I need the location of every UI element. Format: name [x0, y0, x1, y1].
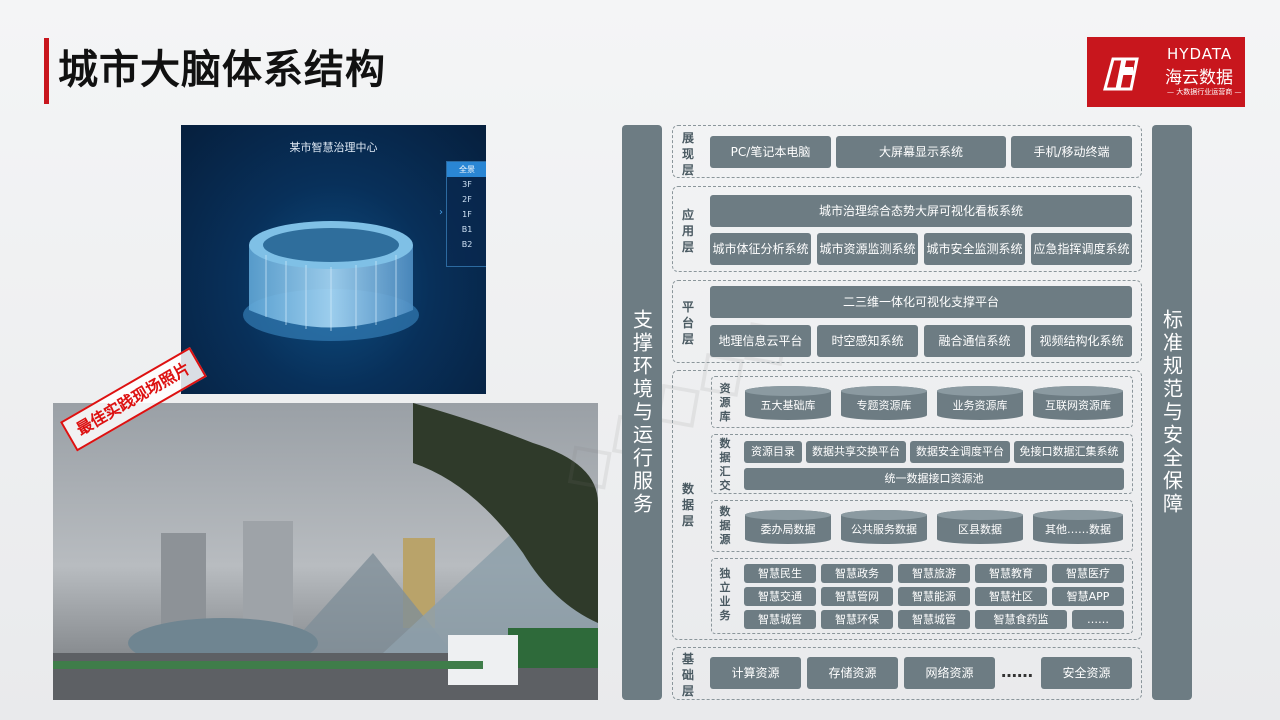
database-icon	[937, 386, 1023, 420]
business-item: 智慧食药监	[975, 610, 1067, 629]
database-item: 公共服务数据	[840, 509, 928, 545]
floor-item[interactable]: B1	[461, 225, 473, 234]
database-item: 五大基础库	[744, 385, 832, 421]
sub-label: 数据汇交	[719, 437, 731, 492]
database-icon	[745, 510, 831, 544]
data-layer: 数据层 资源库 五大基础库 专题资源库 业务资源库 互联网资源库 数据汇交 资源…	[672, 370, 1142, 640]
floor-item[interactable]: 3F	[462, 180, 472, 189]
floor-item[interactable]: 全景	[447, 162, 486, 177]
layer-item: 网络资源	[904, 657, 995, 689]
business-item: 智慧医疗	[1052, 564, 1124, 583]
sub-label: 独立业务	[719, 567, 731, 622]
company-logo: HYDATA 海云数据 — 大数据行业运营商 —	[1087, 37, 1245, 107]
standards-column: 标准规范与安全保障	[1152, 125, 1192, 700]
business-item: 智慧民生	[744, 564, 816, 583]
layer-label: 基础层	[681, 652, 694, 698]
sub-label: 资源库	[719, 382, 731, 423]
layer-item: 城市治理综合态势大屏可视化看板系统	[710, 195, 1132, 227]
layer-item: 计算资源	[710, 657, 801, 689]
data-source-group: 数据源 委办局数据 公共服务数据 区县数据 其他……数据	[711, 500, 1133, 552]
business-item: 智慧管网	[821, 587, 893, 606]
business-item: 智慧社区	[975, 587, 1047, 606]
page-title: 城市大脑体系结构	[58, 47, 386, 93]
layer-item: PC/笔记本电脑	[710, 136, 831, 168]
logo-brand-cn: 海云数据	[1165, 68, 1233, 88]
database-item: 业务资源库	[936, 385, 1024, 421]
business-item: 智慧能源	[898, 587, 970, 606]
support-column-label: 支撑环境与运行服务	[629, 309, 654, 516]
floor-item[interactable]: B2	[461, 240, 473, 249]
database-item: 委办局数据	[744, 509, 832, 545]
database-item: 区县数据	[936, 509, 1024, 545]
smart-governance-3d-view: 某市智慧治理中心 › 全景 3F 2F 1F B1 B2	[181, 125, 486, 394]
database-icon	[841, 386, 927, 420]
base-layer: 基础层 计算资源 存储资源 网络资源 …… 安全资源	[672, 647, 1142, 700]
database-icon	[937, 510, 1023, 544]
layer-item: 手机/移动终端	[1011, 136, 1132, 168]
business-item: 智慧政务	[821, 564, 893, 583]
chevron-right-icon[interactable]: ›	[439, 207, 443, 218]
logo-tagline: — 大数据行业运营商 —	[1167, 88, 1242, 96]
layer-item: 城市安全监测系统	[924, 233, 1025, 265]
layer-item: 应急指挥调度系统	[1031, 233, 1132, 265]
floor-item[interactable]: 1F	[462, 210, 472, 219]
business-item: 智慧交通	[744, 587, 816, 606]
floor-selector: 全景 3F 2F 1F B1 B2	[446, 161, 486, 267]
layer-item: 城市资源监测系统	[817, 233, 918, 265]
ellipsis: ……	[1001, 662, 1033, 681]
logo-brand-en: HYDATA	[1167, 45, 1233, 63]
layer-item: 地理信息云平台	[710, 325, 811, 357]
database-item: 专题资源库	[840, 385, 928, 421]
business-item: 智慧APP	[1052, 587, 1124, 606]
logo-mark-icon	[1103, 57, 1139, 91]
database-icon	[1033, 510, 1123, 544]
layer-item: 二三维一体化可视化支撑平台	[710, 286, 1132, 318]
standards-column-label: 标准规范与安全保障	[1159, 309, 1184, 516]
database-icon	[841, 510, 927, 544]
business-item: 智慧旅游	[898, 564, 970, 583]
business-item: 智慧环保	[821, 610, 893, 629]
business-item: 智慧教育	[975, 564, 1047, 583]
floor-item[interactable]: 2F	[462, 195, 472, 204]
layer-item: 大屏幕显示系统	[836, 136, 1006, 168]
exchange-item: 数据共享交换平台	[806, 441, 906, 463]
exchange-item: 资源目录	[744, 441, 802, 463]
layer-label: 展现层	[681, 131, 694, 177]
database-item: 互联网资源库	[1032, 385, 1124, 421]
layer-item: 安全资源	[1041, 657, 1132, 689]
layer-item: 时空感知系统	[817, 325, 918, 357]
layer-item: 融合通信系统	[924, 325, 1025, 357]
resource-library-group: 资源库 五大基础库 专题资源库 业务资源库 互联网资源库	[711, 376, 1133, 428]
exchange-item: 免接口数据汇集系统	[1014, 441, 1124, 463]
database-item: 其他……数据	[1032, 509, 1124, 545]
business-item: 智慧城管	[898, 610, 970, 629]
title-accent-bar	[44, 38, 49, 104]
layer-item: 视频结构化系统	[1031, 325, 1132, 357]
support-column: 支撑环境与运行服务	[622, 125, 662, 700]
platform-layer: 平台层 二三维一体化可视化支撑平台 地理信息云平台 时空感知系统 融合通信系统 …	[672, 280, 1142, 363]
layer-label: 数据层	[681, 482, 694, 528]
layer-label: 平台层	[681, 300, 694, 346]
database-icon	[1033, 386, 1123, 420]
site-photo	[53, 403, 598, 700]
business-item: ……	[1072, 610, 1124, 629]
layer-item: 存储资源	[807, 657, 898, 689]
data-exchange-group: 数据汇交 资源目录 数据共享交换平台 数据安全调度平台 免接口数据汇集系统 统一…	[711, 434, 1133, 494]
business-item: 智慧城管	[744, 610, 816, 629]
exchange-item: 数据安全调度平台	[910, 441, 1010, 463]
view-title: 某市智慧治理中心	[289, 141, 378, 154]
exchange-item: 统一数据接口资源池	[744, 468, 1124, 490]
sub-label: 数据源	[719, 505, 731, 546]
presentation-layer: 展现层 PC/笔记本电脑 大屏幕显示系统 手机/移动终端	[672, 125, 1142, 178]
business-group: 独立业务 智慧民生 智慧政务 智慧旅游 智慧教育 智慧医疗 智慧交通 智慧管网 …	[711, 558, 1133, 634]
city-buildings-image	[53, 403, 598, 700]
layer-label: 应用层	[681, 208, 694, 254]
application-layer: 应用层 城市治理综合态势大屏可视化看板系统 城市体征分析系统 城市资源监测系统 …	[672, 186, 1142, 272]
building-model-image	[243, 221, 419, 341]
database-icon	[745, 386, 831, 420]
layer-item: 城市体征分析系统	[710, 233, 811, 265]
